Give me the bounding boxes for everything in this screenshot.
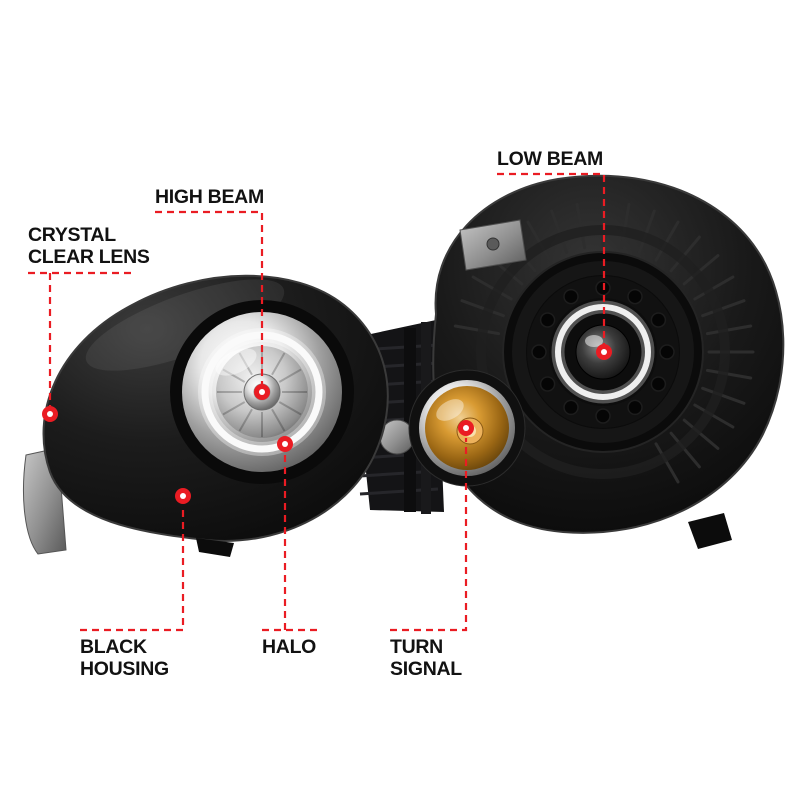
projector-cone: [512, 261, 694, 443]
projector-hole: [627, 288, 643, 305]
projector-hole: [539, 312, 556, 328]
facet-line: [238, 408, 253, 432]
callout-label-turn-signal: TURN SIGNAL: [390, 636, 462, 680]
flute-line: [654, 220, 680, 262]
crystal-clear-lens-leader-line: [28, 271, 134, 406]
right-lower-tab: [688, 513, 732, 549]
flute-line: [693, 275, 735, 301]
facet-line: [222, 368, 246, 383]
turn-signal-highlight: [436, 399, 464, 421]
projector-hole: [531, 344, 547, 360]
flute-line: [619, 202, 631, 250]
dot-center: [259, 389, 265, 395]
lens-reflection: [85, 279, 285, 371]
flute-line: [526, 220, 552, 262]
flute-line: [701, 386, 746, 405]
flute-line: [669, 431, 701, 469]
dot-center: [180, 493, 186, 499]
flute-line: [575, 202, 587, 250]
projector-hole: [595, 408, 611, 424]
callout-label-halo: HALO: [262, 636, 317, 658]
flute-line: [637, 209, 656, 254]
callout-label-crystal-clear-lens: CRYSTAL CLEAR LENS: [28, 224, 150, 268]
reflector-facets: [217, 347, 307, 437]
upper-mounting-bracket: [459, 219, 527, 271]
flute-line: [705, 368, 753, 380]
turn-signal-leader-line: [390, 438, 468, 632]
flute-line: [460, 299, 505, 318]
facet-line: [222, 401, 246, 416]
facet-line: [271, 352, 286, 376]
flute-line: [682, 254, 720, 286]
halo-leader-line: [262, 452, 318, 632]
facet-line: [271, 408, 286, 432]
left-lower-tab: [196, 538, 234, 557]
projector-hole: [563, 399, 579, 416]
projector-hole: [539, 376, 556, 392]
flute-line: [471, 275, 513, 301]
projector-hole: [627, 399, 643, 416]
facet-line: [278, 368, 302, 383]
flute-line: [693, 403, 735, 429]
dot-center: [47, 411, 53, 417]
projector-lens-highlight: [585, 335, 603, 347]
flute-line: [682, 418, 720, 450]
projector-hole-ring: [531, 280, 675, 424]
projector-hole: [650, 312, 667, 328]
flute-line: [453, 324, 501, 336]
callout-lines: [28, 172, 606, 632]
dot-center: [463, 425, 469, 431]
projector-hole: [563, 288, 579, 305]
callout-dots: [42, 344, 612, 504]
dot-center: [601, 349, 607, 355]
flute-line: [654, 442, 680, 484]
projector-hole: [659, 344, 675, 360]
callout-label-high-beam: HIGH BEAM: [155, 186, 264, 208]
flute-line: [550, 209, 569, 254]
black-housing-leader-line: [80, 505, 185, 632]
reflector-flutes: [453, 200, 755, 484]
bracket-bolt: [486, 237, 500, 251]
callout-dot-centers: [47, 349, 607, 499]
low-beam-leader-line: [497, 172, 606, 344]
projector-hole: [650, 376, 667, 392]
callout-label-low-beam: LOW BEAM: [497, 148, 603, 170]
left-headlight: [42, 274, 389, 557]
flute-line: [705, 324, 753, 336]
facet-line: [278, 401, 302, 416]
dot-center: [282, 441, 288, 447]
flute-line: [669, 235, 701, 273]
reflector-highlight: [215, 348, 257, 376]
flute-line: [701, 299, 746, 318]
high-beam-leader-line: [155, 210, 264, 384]
callout-label-black-housing: BLACK HOUSING: [80, 636, 169, 680]
facet-line: [238, 352, 253, 376]
